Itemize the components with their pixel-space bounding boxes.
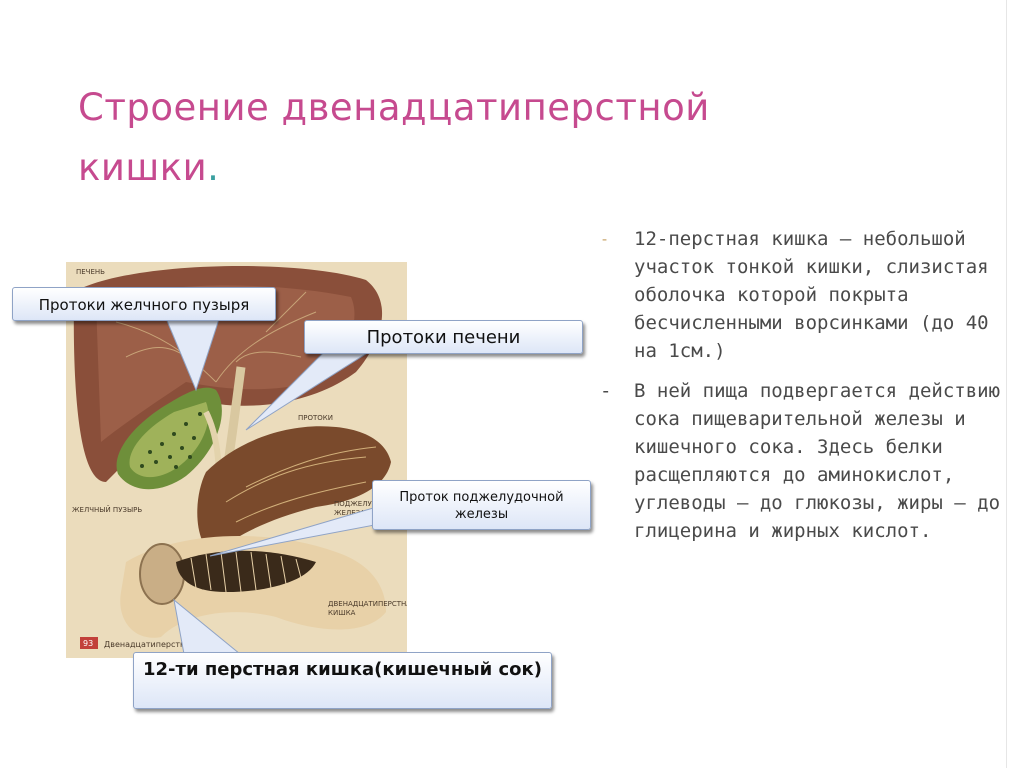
label-ducts: ПРОТОКИ	[298, 414, 333, 422]
label-liver: ПЕЧЕНЬ	[76, 268, 105, 276]
callout-duodenum: 12-ти перстная кишка(кишечный сок)	[133, 652, 552, 709]
callout-liver-ducts: Протоки печени	[304, 320, 583, 354]
bullet-item: - 12-перстная кишка – небольшой участок …	[600, 225, 1010, 365]
slide-title: Строение двенадцатиперстной кишки.	[78, 78, 778, 198]
callout-gallbladder-ducts: Протоки желчного пузыря	[12, 287, 276, 321]
slide-title-text: Строение двенадцатиперстной кишки	[78, 86, 710, 189]
label-pancreas-2: ЖЕЛЕЗА	[334, 509, 365, 517]
duodenum-opening	[140, 544, 184, 604]
bullet-text: В ней пища подвергается действию сока пи…	[634, 380, 1000, 542]
bullet-text: 12-перстная кишка – небольшой участок то…	[634, 228, 989, 362]
label-duodenum-1: ДВЕНАДЦАТИПЕРСТНАЯ	[328, 600, 407, 608]
callout-pancreatic-duct: Проток поджелудочной железы	[372, 480, 591, 530]
plate-number: 93	[83, 639, 93, 648]
figure-caption: Двенадцатиперстная кишка	[104, 640, 225, 649]
bullet-marker: -	[600, 377, 611, 405]
bullet-list: - 12-перстная кишка – небольшой участок …	[600, 225, 1010, 557]
bullet-item: - В ней пища подвергается действию сока …	[600, 377, 1010, 545]
bullet-marker: -	[600, 225, 609, 253]
title-dot: .	[207, 146, 219, 189]
label-gallbladder: ЖЕЛЧНЫЙ ПУЗЫРЬ	[72, 505, 142, 514]
label-duodenum-2: КИШКА	[328, 609, 356, 617]
